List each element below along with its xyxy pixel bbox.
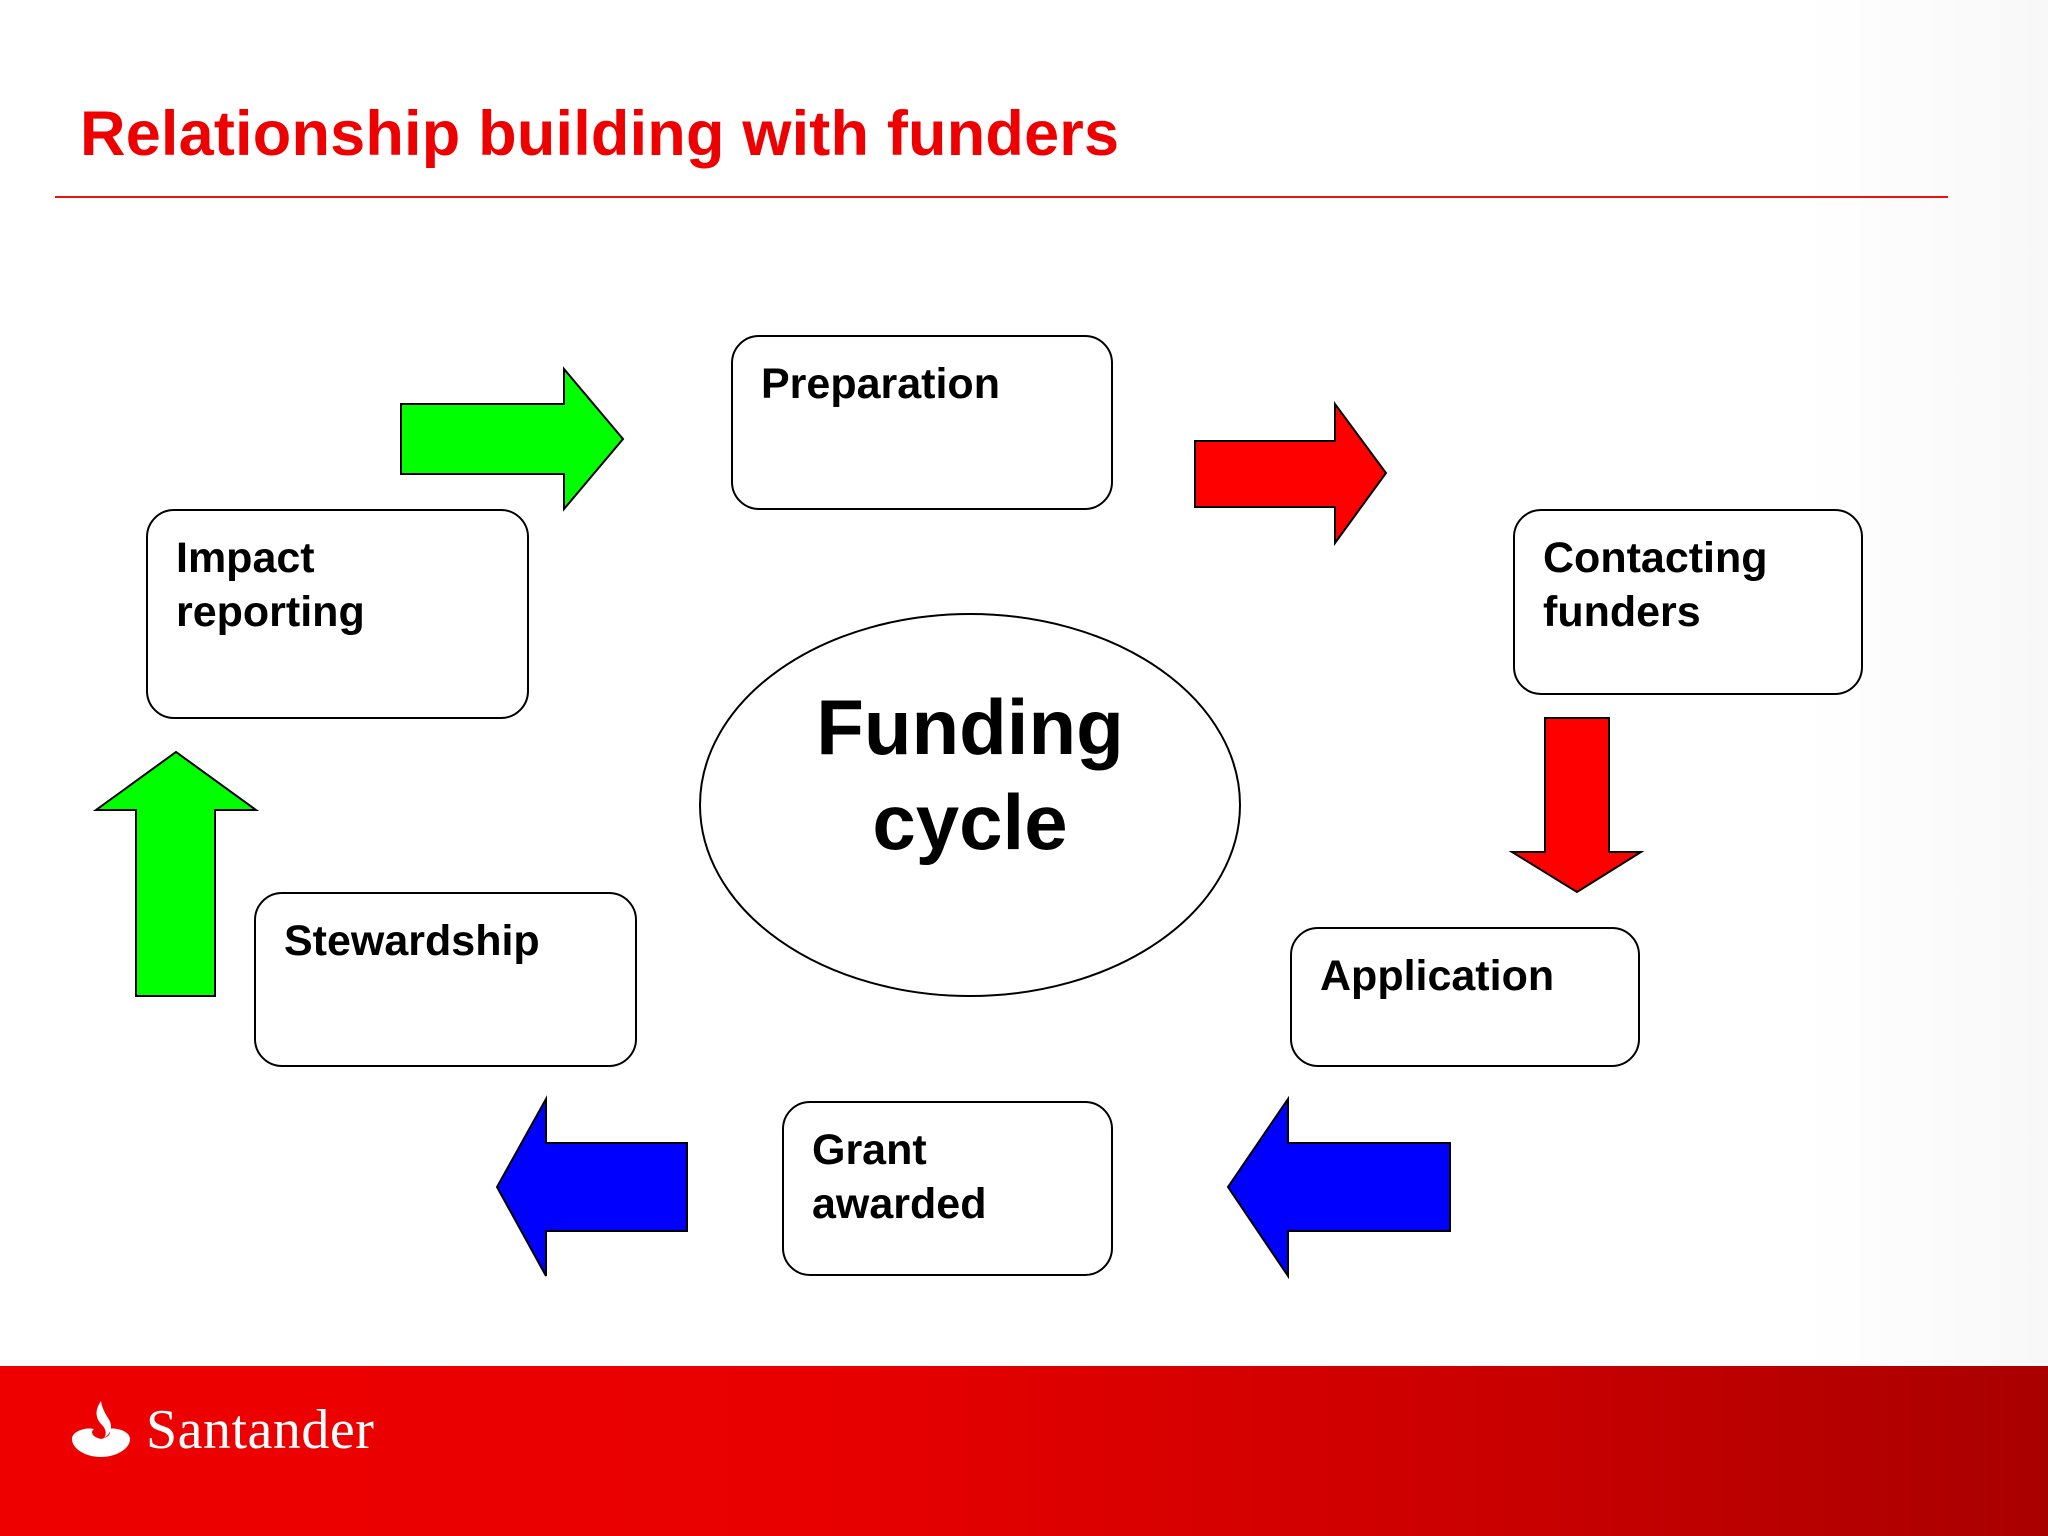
santander-logo: Santander: [66, 1398, 374, 1462]
arrow-grant-to-stewardship: [495, 1095, 688, 1277]
arrow-preparation-to-contacting: [1194, 400, 1388, 547]
step-preparation: Preparation: [731, 335, 1113, 510]
slide-title: Relationship building with funders: [80, 99, 1120, 169]
arrow-stewardship-to-impact: [92, 750, 260, 997]
flame-icon: [72, 1401, 130, 1457]
step-contacting-funders: Contacting funders: [1513, 509, 1863, 695]
arrow-application-to-grant: [1226, 1095, 1451, 1280]
brand-wordmark: Santander: [146, 1399, 375, 1461]
arrow-contacting-to-application: [1508, 717, 1645, 894]
arrow-impact-to-preparation: [400, 366, 625, 512]
step-stewardship: Stewardship: [254, 892, 637, 1067]
center-ellipse: [699, 613, 1241, 997]
funding-cycle-diagram: [92, 366, 1645, 1280]
step-grant-awarded: Grant awarded: [782, 1101, 1113, 1276]
footer-bar: [0, 1366, 2048, 1536]
center-label: Funding cycle: [816, 683, 1124, 866]
step-impact-reporting: Impact reporting: [146, 509, 529, 719]
step-application: Application: [1290, 927, 1640, 1067]
title-divider: [55, 196, 1948, 198]
